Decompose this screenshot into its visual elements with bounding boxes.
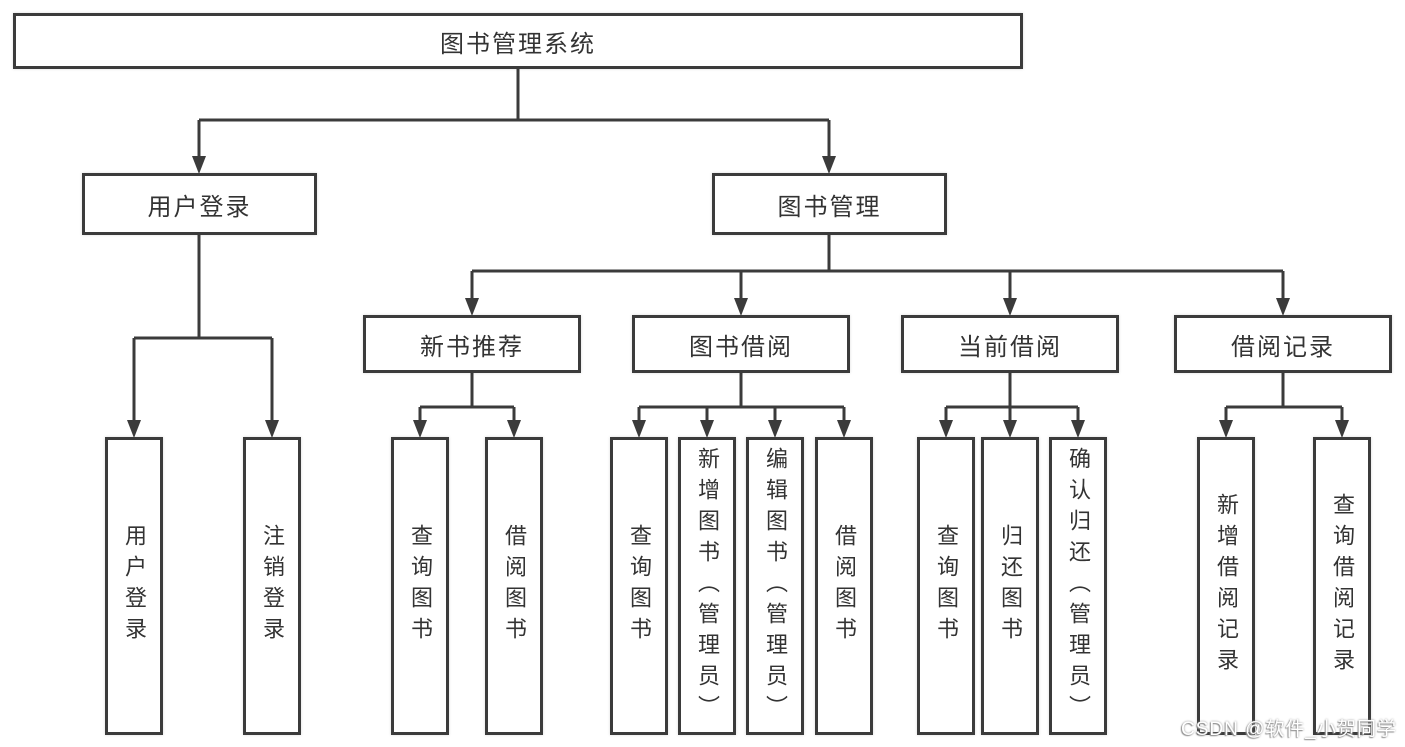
leaf-label: 注销登录 — [260, 524, 285, 648]
node-label: 图书管理系统 — [440, 30, 596, 58]
leaf-label: 新增借阅记录 — [1214, 493, 1239, 679]
node-label: 新书推荐 — [420, 333, 524, 361]
leaf-label: 借阅图书 — [502, 524, 527, 648]
leaf-label: 归还图书 — [998, 524, 1023, 648]
node-label: 用户登录 — [147, 193, 252, 221]
leaf-label: 查询借阅记录 — [1330, 493, 1355, 679]
node-user-login: 用户登录 — [82, 173, 317, 235]
node-label: 图书借阅 — [689, 333, 793, 361]
watermark: CSDN @软件_小贺同学 — [1181, 719, 1397, 740]
node-label: 借阅记录 — [1231, 333, 1335, 361]
leaf-label: 确认归还（管理员） — [1066, 446, 1091, 726]
leaf-label: 查询图书 — [627, 524, 652, 648]
leaf-label: 用户登录 — [122, 524, 147, 648]
leaf-borrow-books: 借阅图书 — [815, 437, 873, 735]
node-current-borrowing: 当前借阅 — [901, 315, 1119, 373]
leaf-query-borrow-record: 查询借阅记录 — [1313, 437, 1371, 735]
node-library-management-system: 图书管理系统 — [13, 13, 1023, 69]
leaf-query-books-recommend: 查询图书 — [391, 437, 449, 735]
leaf-borrow-books-recommend: 借阅图书 — [485, 437, 543, 735]
leaf-add-borrow-record: 新增借阅记录 — [1197, 437, 1255, 735]
leaf-label: 查询图书 — [408, 524, 433, 648]
leaf-query-books-current: 查询图书 — [917, 437, 975, 735]
node-book-borrowing: 图书借阅 — [632, 315, 850, 373]
node-book-management: 图书管理 — [712, 173, 947, 235]
node-label: 当前借阅 — [958, 333, 1062, 361]
node-label: 图书管理 — [777, 193, 882, 221]
leaf-logout: 注销登录 — [243, 437, 301, 735]
leaf-confirm-return-admin: 确认归还（管理员） — [1049, 437, 1107, 735]
leaf-return-books: 归还图书 — [981, 437, 1039, 735]
leaf-label: 查询图书 — [934, 524, 959, 648]
node-borrowing-records: 借阅记录 — [1174, 315, 1392, 373]
node-new-book-recommendation: 新书推荐 — [363, 315, 581, 373]
leaf-user-login: 用户登录 — [105, 437, 163, 735]
leaf-label: 新增图书（管理员） — [695, 446, 720, 726]
leaf-edit-books-admin: 编辑图书（管理员） — [746, 437, 804, 735]
leaf-add-books-admin: 新增图书（管理员） — [678, 437, 736, 735]
leaf-label: 编辑图书（管理员） — [763, 446, 788, 726]
leaf-query-books-borrow: 查询图书 — [610, 437, 668, 735]
leaf-label: 借阅图书 — [832, 524, 857, 648]
